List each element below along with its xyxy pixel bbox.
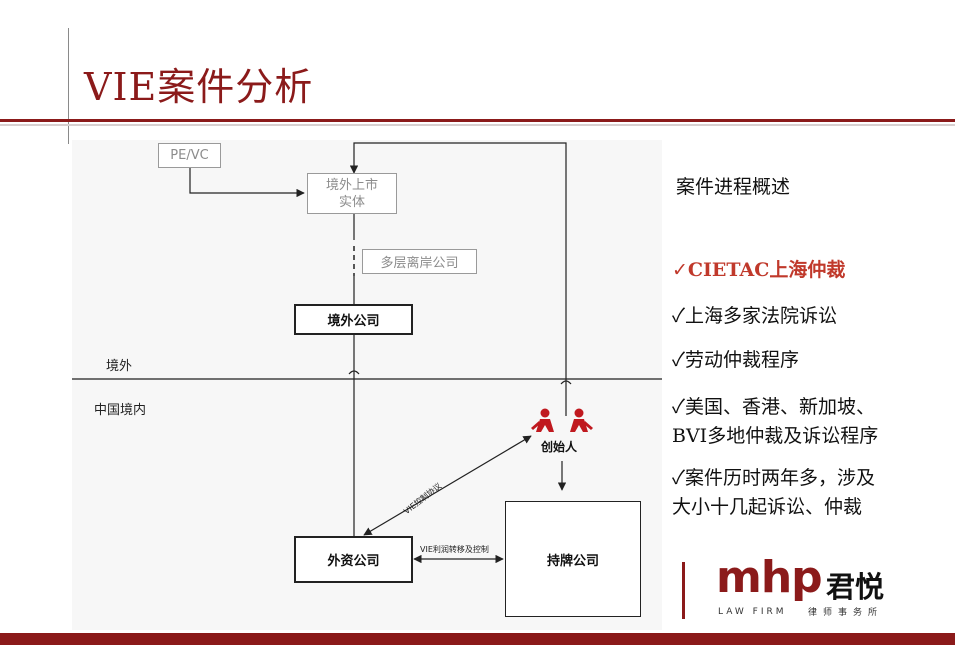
control-agreement-arrow	[363, 435, 532, 536]
bullet-labor-arbitration: ✓劳动仲裁程序	[672, 346, 799, 375]
offshore-company-box: 境外公司	[294, 304, 413, 335]
check-icon: ✓	[672, 305, 685, 327]
bullet-text: 美国、香港、新加坡、	[684, 396, 875, 418]
listing-label-line1: 境外上市	[325, 177, 378, 193]
offshore-layers-box: 多层离岸公司	[362, 249, 477, 274]
page-title: VIE案件分析	[84, 65, 314, 109]
offshore-line-cross-mark	[348, 370, 360, 375]
check-icon: ✓	[672, 396, 685, 418]
footer-strip	[0, 633, 955, 645]
check-icon: ✓	[672, 259, 688, 281]
title-underline-shadow	[0, 124, 955, 126]
domestic-region-label: 中国境内	[94, 403, 147, 418]
bullet-court-litigation: ✓上海多家法院诉讼	[672, 302, 837, 331]
bullet-line-2: 大小十几起诉讼、仲裁	[672, 496, 863, 518]
founder-icon	[531, 408, 593, 432]
pe-vc-to-listing-arrow	[189, 168, 305, 198]
bullet-line-1: ✓美国、香港、新加坡、	[672, 393, 878, 422]
bullet-line-2: BVI多地仲裁及诉讼程序	[672, 425, 879, 447]
listing-label-line2: 实体	[338, 194, 365, 210]
founder-label: 创始人	[541, 440, 578, 454]
bullet-multi-jurisdiction: ✓美国、香港、新加坡、 BVI多地仲裁及诉讼程序	[672, 393, 878, 451]
founder-to-listing-arrow	[349, 142, 567, 416]
bullet-text: 案件历时两年多，涉及	[684, 467, 875, 489]
logo-chinese-name: 君悦	[826, 570, 885, 604]
logo-wordmark: mhp	[716, 552, 823, 603]
wfoe-box: 外资公司	[294, 536, 413, 583]
founder-line-cross-mark	[560, 380, 572, 385]
bullet-case-duration: ✓案件历时两年多，涉及 大小十几起诉讼、仲裁	[672, 464, 875, 522]
logo-subtitle-cn: 律师事务所	[808, 608, 884, 618]
check-icon: ✓	[672, 467, 685, 489]
bullet-text: 上海多家法院诉讼	[684, 305, 837, 327]
bullet-cietac: ✓CIETAC上海仲裁	[672, 256, 845, 285]
offshore-region-label: 境外	[106, 359, 133, 374]
title-underline	[0, 119, 955, 122]
title-left-rule	[68, 28, 69, 144]
profit-transfer-label: VIE利润转移及控制	[420, 545, 489, 554]
logo-subtitle: LAW FIRM	[718, 607, 787, 617]
pe-vc-box: PE/VC	[158, 143, 221, 168]
logo-accent-bar	[682, 562, 685, 619]
offshore-listing-box: 境外上市 实体	[307, 173, 397, 214]
holding-company-box: 持牌公司	[505, 501, 641, 617]
check-icon: ✓	[672, 349, 685, 371]
bullet-text: CIETAC上海仲裁	[687, 259, 846, 281]
panel-heading: 案件进程概述	[676, 176, 791, 198]
bullet-text: 劳动仲裁程序	[684, 349, 799, 371]
bullet-line-1: ✓案件历时两年多，涉及	[672, 464, 875, 493]
